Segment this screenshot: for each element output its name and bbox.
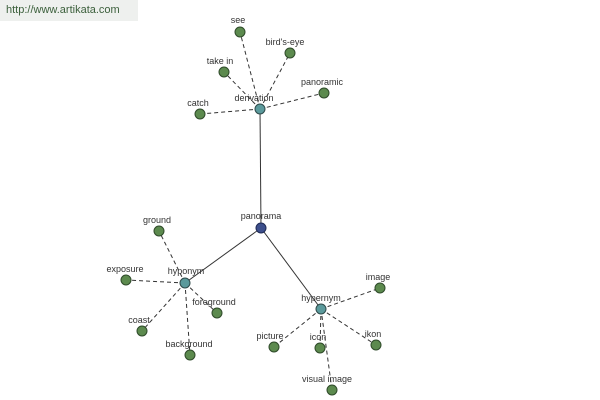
label-background: background (165, 339, 212, 349)
label-ground: ground (143, 215, 171, 225)
edge-hypernym-ikon (320, 308, 377, 346)
label-exposure: exposure (106, 264, 143, 274)
label-foreground: foreground (192, 297, 236, 307)
node-hyponym[interactable] (179, 277, 191, 289)
label-see: see (231, 15, 246, 25)
label-hyponym: hyponym (168, 266, 205, 276)
label-birds-eye: bird's-eye (266, 37, 305, 47)
node-panorama[interactable] (255, 222, 267, 234)
label-icon: icon (310, 332, 327, 342)
node-take-in[interactable] (218, 66, 230, 78)
label-catch: catch (187, 98, 209, 108)
edge-hyponym-exposure (125, 279, 186, 284)
edge-derivation-take-in (223, 71, 261, 110)
edge-derivation-panoramic (259, 92, 325, 110)
label-coast: coast (128, 315, 150, 325)
node-coast[interactable] (136, 325, 148, 337)
node-image[interactable] (374, 282, 386, 294)
edge-hypernym-picture (273, 308, 322, 348)
edge-panorama-derivation (259, 108, 262, 229)
label-derivation: derivation (234, 93, 273, 103)
site-watermark: http://www.artikata.com (0, 0, 138, 21)
node-hypernym[interactable] (315, 303, 327, 315)
node-ikon[interactable] (370, 339, 382, 351)
edge-hyponym-ground (158, 230, 186, 284)
edge-derivation-birds-eye (259, 52, 291, 110)
label-take-in: take in (207, 56, 234, 66)
edge-derivation-see (239, 31, 261, 110)
label-ikon: ikon (365, 329, 382, 339)
node-birds-eye[interactable] (284, 47, 296, 59)
node-see[interactable] (234, 26, 246, 38)
node-icon[interactable] (314, 342, 326, 354)
label-picture: picture (256, 331, 283, 341)
node-exposure[interactable] (120, 274, 132, 286)
edge-hypernym-icon (319, 308, 322, 349)
node-foreground[interactable] (211, 307, 223, 319)
edge-hypernym-image (320, 287, 381, 310)
edge-panorama-hyponym (184, 227, 262, 284)
node-background[interactable] (184, 349, 196, 361)
edge-hyponym-background (184, 282, 191, 356)
label-image: image (366, 272, 391, 282)
node-visual-image[interactable] (326, 384, 338, 396)
node-derivation[interactable] (254, 103, 266, 115)
node-panoramic[interactable] (318, 87, 330, 99)
label-panorama: panorama (241, 211, 282, 221)
node-picture[interactable] (268, 341, 280, 353)
edge-panorama-hypernym (260, 227, 322, 310)
edge-hyponym-foreground (184, 282, 218, 314)
edge-hyponym-coast (141, 282, 186, 332)
edge-derivation-catch (199, 108, 261, 115)
label-panoramic: panoramic (301, 77, 344, 87)
node-catch[interactable] (194, 108, 206, 120)
label-hypernym: hypernym (301, 293, 341, 303)
label-visual-image: visual image (302, 374, 352, 384)
node-ground[interactable] (153, 225, 165, 237)
